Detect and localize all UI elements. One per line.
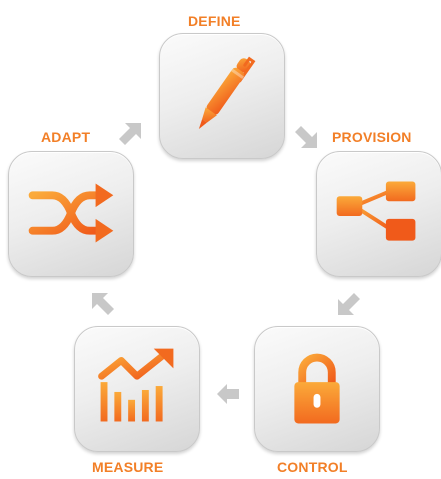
flow-arrow-define-to-provision	[293, 124, 319, 150]
hierarchy-icon	[336, 181, 416, 241]
flow-arrow-provision-to-control	[336, 291, 362, 317]
flow-arrow-adapt-to-define	[117, 121, 143, 147]
growth-chart-icon	[98, 348, 174, 422]
flow-arrow-control-to-measure	[215, 381, 241, 407]
pen-icon	[198, 56, 256, 130]
step-tile-control	[254, 326, 380, 452]
step-label-provision: PROVISION	[332, 129, 412, 145]
shuffle-icon	[28, 183, 114, 243]
step-label-measure: MEASURE	[92, 459, 164, 475]
step-label-adapt: ADAPT	[41, 129, 91, 145]
step-tile-define	[159, 33, 285, 159]
step-label-define: DEFINE	[188, 13, 241, 29]
padlock-icon	[294, 353, 340, 424]
step-tile-adapt	[8, 151, 134, 277]
step-label-control: CONTROL	[277, 459, 348, 475]
step-tile-provision	[316, 151, 441, 277]
step-tile-measure	[74, 326, 200, 452]
flow-arrow-measure-to-adapt	[90, 291, 116, 317]
